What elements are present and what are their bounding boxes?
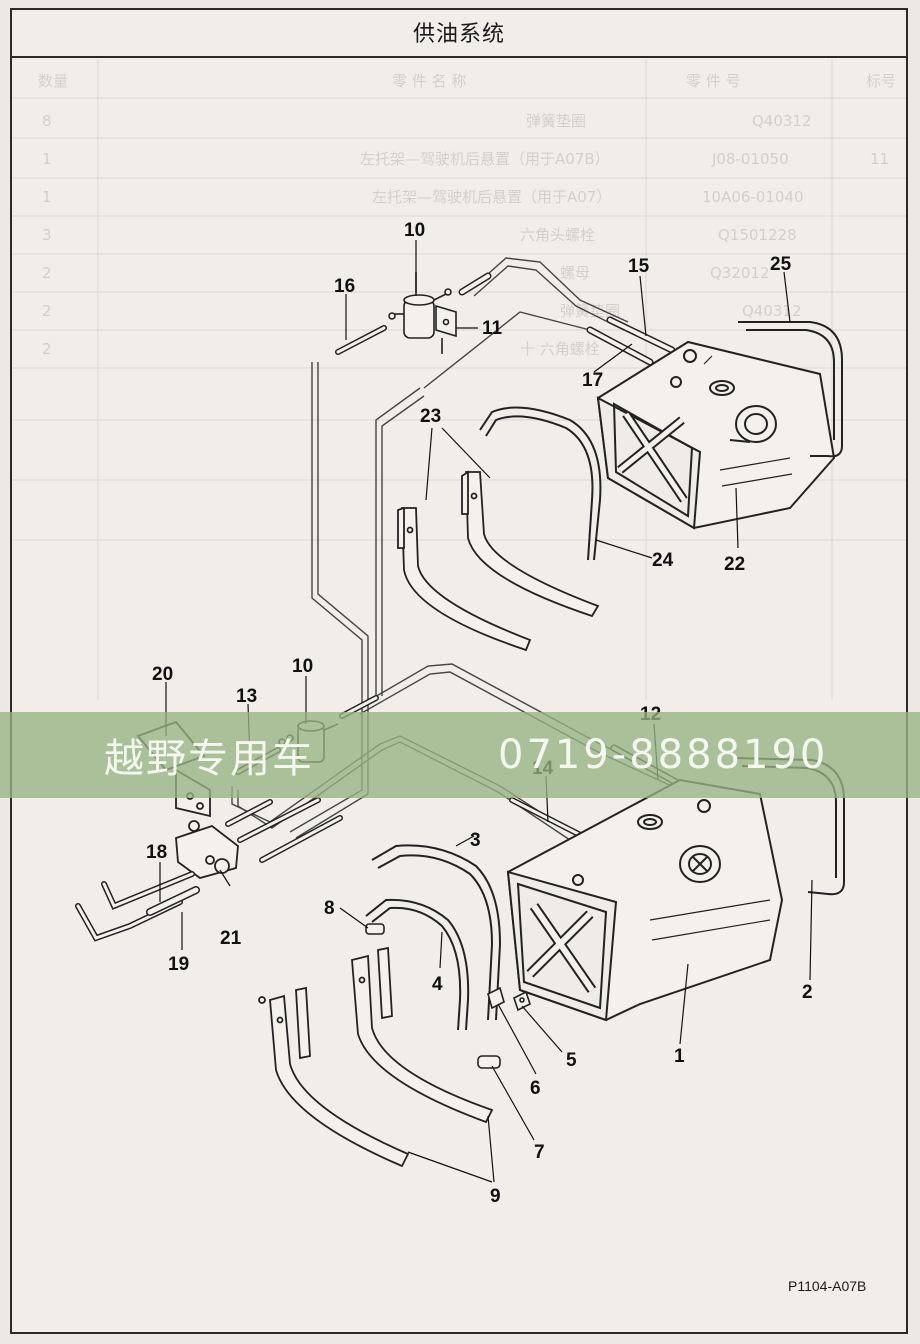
- ghost-cell: Q40312: [752, 112, 812, 130]
- fuel-tank-upper: [596, 340, 836, 530]
- title-bar: 供油系统: [10, 8, 908, 58]
- pipe-15: [458, 272, 676, 354]
- callout-15: 15: [628, 256, 650, 277]
- strap-3: [371, 844, 502, 1021]
- callout-21: 21: [220, 928, 242, 949]
- sleeve-7: [477, 1055, 501, 1069]
- watermark-company-text: 越野专用车: [104, 736, 314, 782]
- ghost-cell: 1: [42, 150, 52, 168]
- ghost-cell: 11: [870, 150, 889, 168]
- page-frame: [10, 8, 908, 1334]
- bolt-8: [365, 923, 385, 935]
- callout-5: 5: [566, 1050, 577, 1071]
- fitting-5: [513, 990, 531, 1012]
- ghost-cell: 六角头螺栓: [520, 226, 595, 244]
- callout-17: 17: [582, 370, 603, 391]
- ghost-header-qty: 数量: [38, 72, 68, 90]
- ghost-cell: Q32012: [710, 264, 770, 282]
- callout-18: 18: [146, 842, 167, 863]
- pipe-17: [586, 326, 654, 366]
- bracket-11: [435, 304, 457, 354]
- callout-16: 16: [334, 276, 355, 297]
- ghost-cell: 2: [42, 302, 52, 320]
- callout-4: 4: [432, 974, 443, 995]
- drawing-code: P1104-A07B: [788, 1278, 867, 1294]
- bracket-9: [258, 946, 494, 1168]
- callout-22: 22: [724, 554, 745, 575]
- ghost-header-index: 标号: [866, 72, 896, 90]
- callout-6: 6: [530, 1078, 541, 1099]
- callout-9: 9: [490, 1186, 501, 1207]
- watermark-banner: 越野专用车 0719-8888190: [0, 712, 920, 798]
- ghost-cell: 3: [42, 226, 52, 244]
- valve-21: [175, 820, 239, 879]
- callout-3: 3: [470, 830, 481, 851]
- page-title: 供油系统: [412, 21, 505, 46]
- ghost-cell: 弹簧垫圈: [526, 112, 586, 130]
- callout-7: 7: [534, 1142, 545, 1163]
- ghost-cell: 左托架—驾驶机后悬置（用于A07B）: [360, 150, 610, 168]
- callout-1: 1: [674, 1046, 685, 1067]
- ghost-header-part-name: 零 件 名 称: [392, 72, 466, 90]
- strap-25: [738, 321, 843, 458]
- ghost-cell: 左托架—驾驶机后悬置（用于A07）: [372, 188, 611, 206]
- callout-10-lower: 10: [292, 656, 313, 677]
- leader-lines: [159, 240, 813, 1183]
- strap-24: [479, 406, 602, 561]
- fitting-6: [487, 986, 505, 1010]
- callout-24: 24: [652, 550, 674, 571]
- pipe-18-19: [75, 871, 200, 942]
- callout-11: 11: [482, 318, 503, 339]
- pipe-16: [335, 325, 387, 355]
- ghost-cell: 十 六角螺栓: [520, 340, 600, 358]
- ghost-cell: Q1501228: [718, 226, 797, 244]
- ghost-cell: Q40312: [742, 302, 802, 320]
- callout-13: 13: [236, 686, 257, 707]
- ghost-cell: 螺母: [560, 264, 590, 282]
- ghost-cell: 2: [42, 340, 52, 358]
- callout-2: 2: [802, 982, 813, 1003]
- strap-4: [365, 898, 470, 1031]
- ghost-cell: 8: [42, 112, 52, 130]
- ghost-header-part-no: 零 件 号: [686, 72, 741, 90]
- watermark-phone-text: 0719-8888190: [498, 732, 829, 778]
- callout-20: 20: [152, 664, 173, 685]
- callout-10-upper: 10: [404, 220, 425, 241]
- ghost-cell: 2: [42, 264, 52, 282]
- callout-25: 25: [770, 254, 792, 275]
- ghost-cell: 弹簧垫圈: [560, 302, 620, 320]
- callout-8: 8: [324, 898, 335, 919]
- fuel-tank-lower: [506, 778, 784, 1022]
- ghost-cell: 1: [42, 188, 52, 206]
- upper-fuel-lines: [311, 257, 629, 700]
- callout-19: 19: [168, 954, 189, 975]
- ghost-cell: J08-01050: [711, 150, 789, 168]
- callout-23: 23: [420, 406, 441, 427]
- bracket-23-upper: [397, 470, 600, 652]
- ghost-cell: 10A06-01040: [702, 188, 804, 206]
